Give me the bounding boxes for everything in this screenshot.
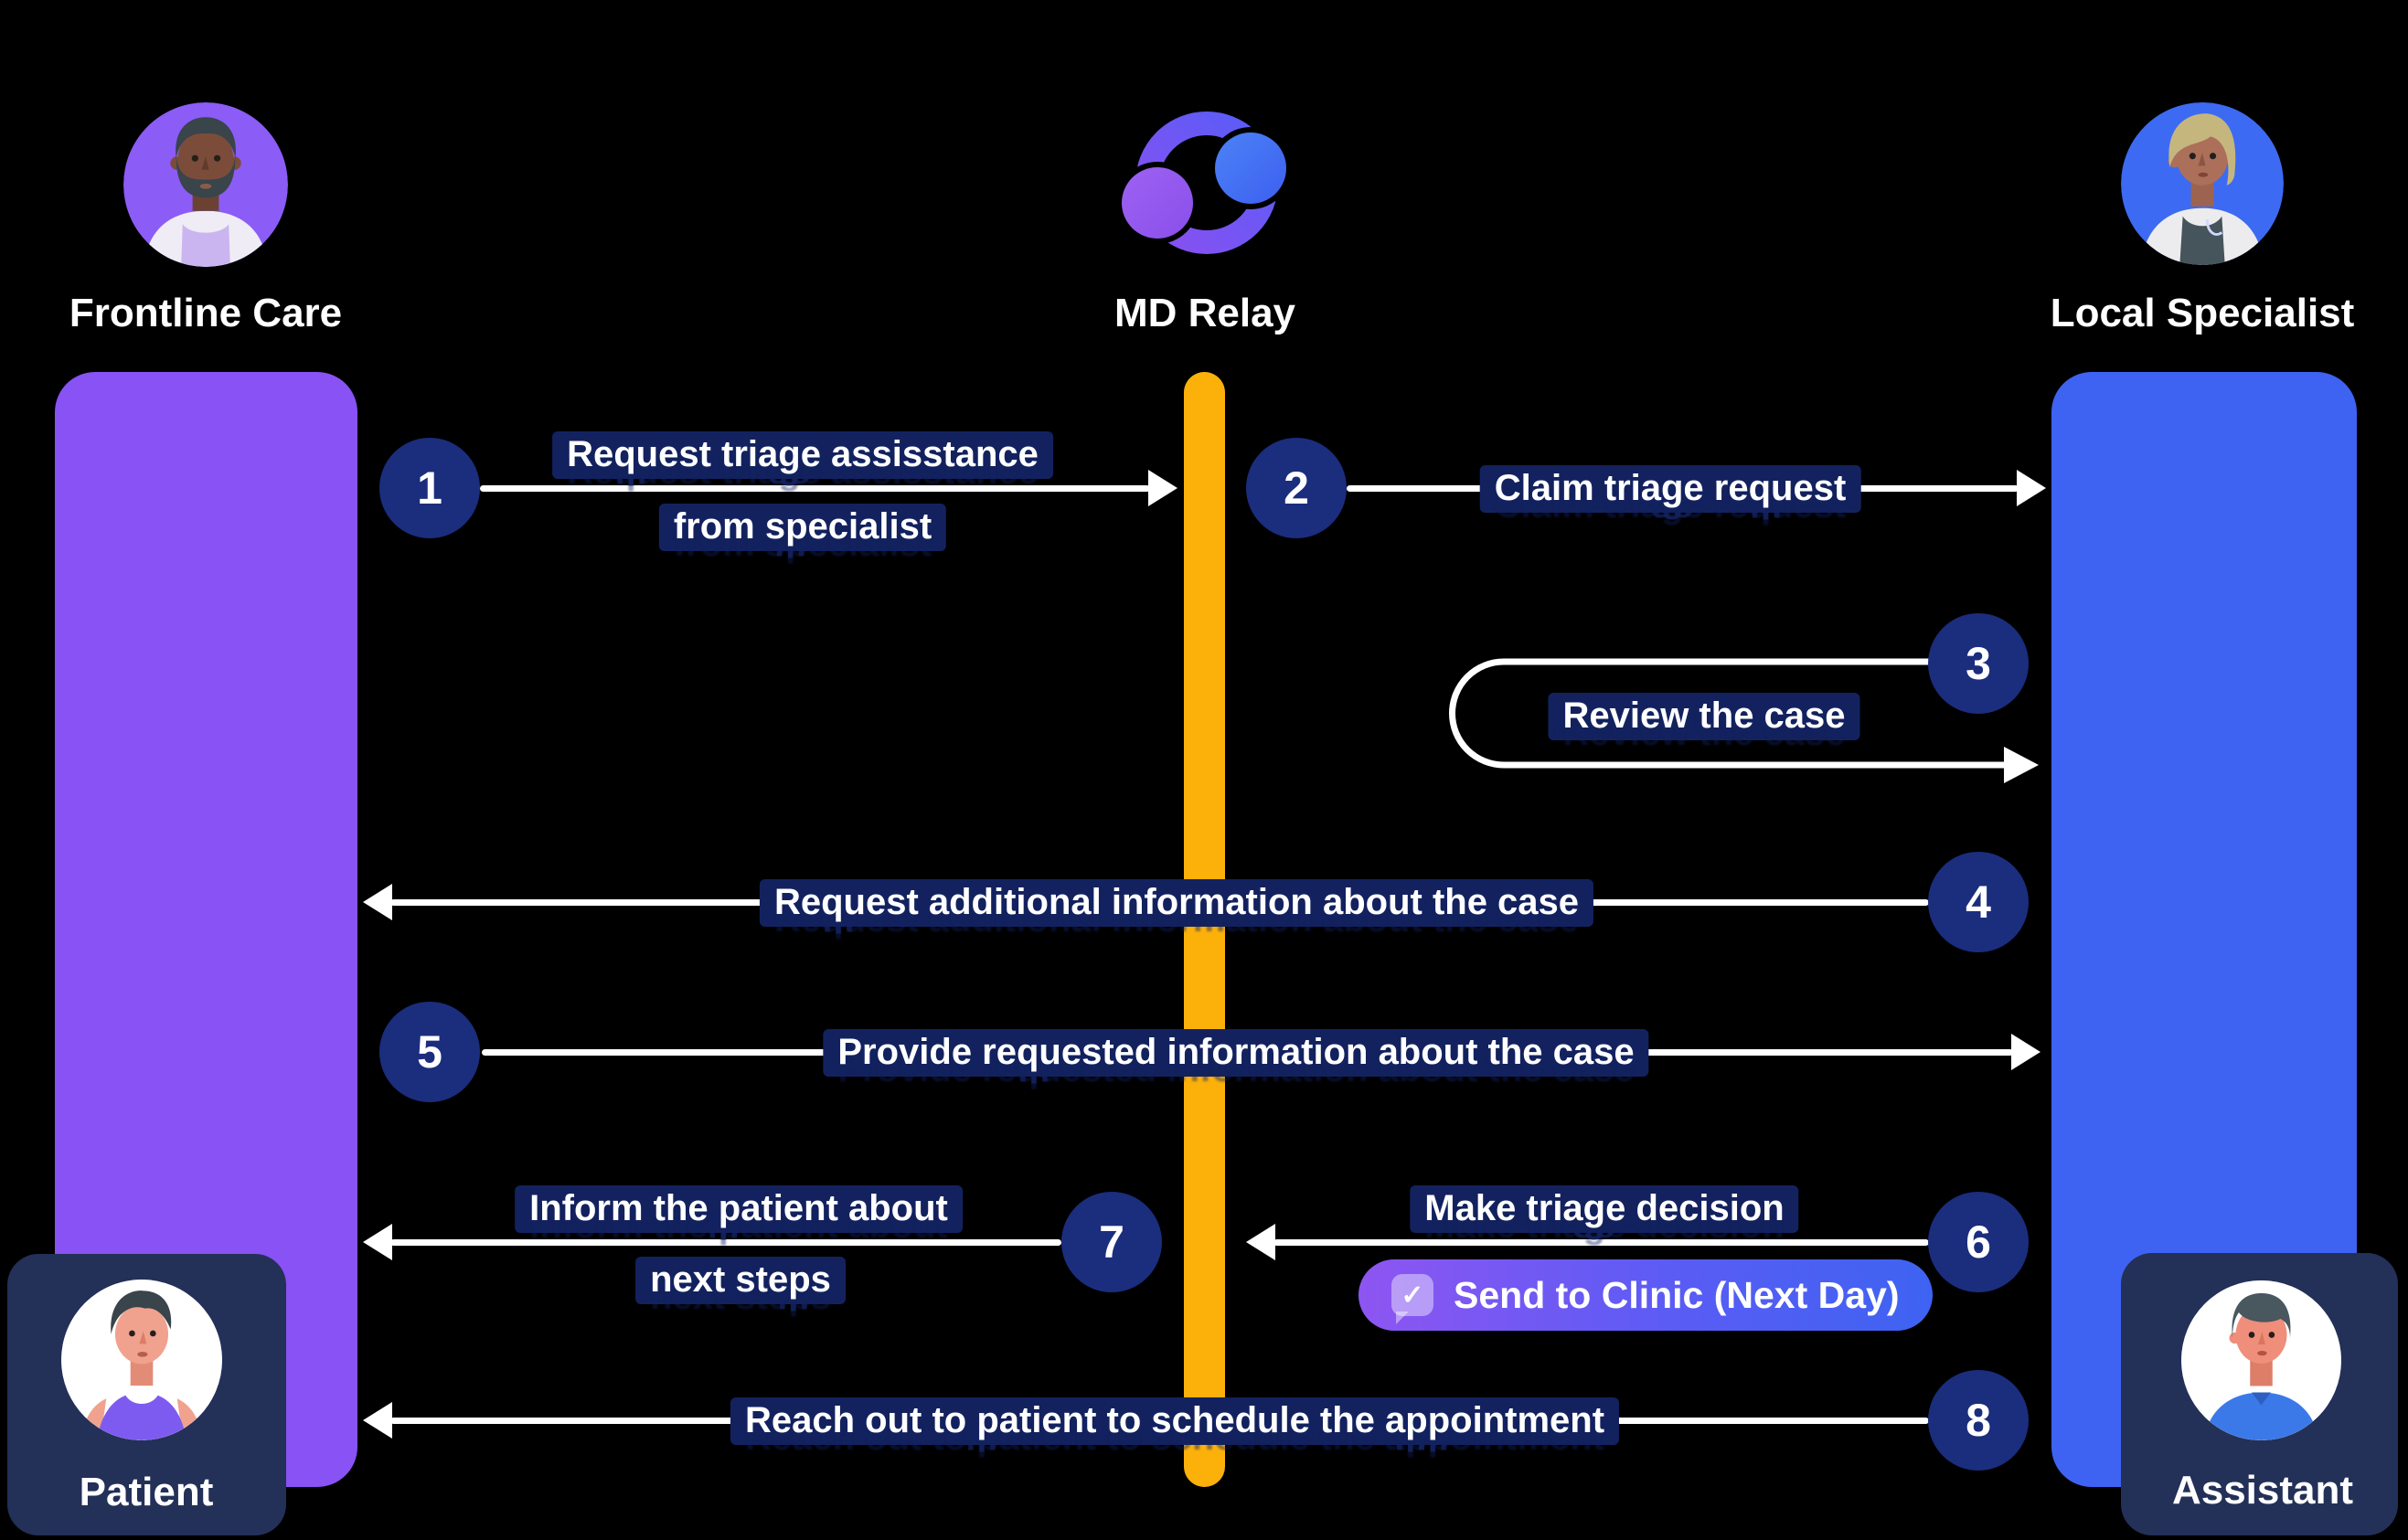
step-4-arrowhead-icon bbox=[363, 884, 392, 920]
step-2-label: Claim triage request bbox=[1479, 465, 1861, 513]
step-8-arrowhead-icon bbox=[363, 1402, 392, 1439]
patient-card bbox=[7, 1254, 286, 1535]
patient-label: Patient bbox=[79, 1470, 214, 1514]
step-6-arrowhead-icon bbox=[1246, 1224, 1275, 1260]
step-8-number: 8 bbox=[1928, 1370, 2029, 1471]
step-7-label-line1: Inform the patient about bbox=[515, 1185, 963, 1233]
step-1-arrow-line bbox=[480, 485, 1150, 492]
step-5-arrowhead-icon bbox=[2011, 1034, 2040, 1070]
step-7-arrow-line bbox=[390, 1239, 1061, 1246]
local-specialist-avatar-icon bbox=[2121, 102, 2284, 265]
step-1-label-line1: Request triage assisstance bbox=[552, 431, 1053, 479]
local-specialist-avatar bbox=[2121, 102, 2284, 265]
step-4-number: 4 bbox=[1928, 852, 2029, 952]
step-6-number: 6 bbox=[1928, 1192, 2029, 1292]
assistant-label: Assistant bbox=[2171, 1468, 2354, 1513]
step-8-label: Reach out to patient to schedule the app… bbox=[730, 1397, 1620, 1445]
step-7-arrowhead-icon bbox=[363, 1224, 392, 1260]
triage-decision-badge: ✓ Send to Clinic (Next Day) bbox=[1358, 1259, 1933, 1331]
assistant-avatar bbox=[2181, 1280, 2341, 1440]
local-specialist-label: Local Specialist bbox=[2050, 291, 2355, 335]
step-6-label: Make triage decision bbox=[1410, 1185, 1799, 1233]
check-bubble-icon: ✓ bbox=[1391, 1274, 1433, 1316]
md-relay-label: MD Relay bbox=[1113, 291, 1296, 335]
patient-avatar bbox=[61, 1280, 222, 1440]
md-relay-logo-icon bbox=[1116, 112, 1292, 254]
step-3-loop-arrow bbox=[1449, 658, 2039, 783]
step-3-label: Review the case bbox=[1548, 693, 1860, 740]
step-5-label: Provide requested information about the … bbox=[823, 1029, 1649, 1077]
step-6-arrow-line bbox=[1273, 1239, 1929, 1246]
step-5-number: 5 bbox=[379, 1002, 480, 1102]
step-7-number: 7 bbox=[1061, 1192, 1162, 1292]
step-7-label-line2: next steps bbox=[635, 1257, 846, 1304]
step-2-arrowhead-icon bbox=[2017, 470, 2046, 506]
frontline-care-avatar bbox=[123, 102, 288, 267]
step-1-label-line2: from specialist bbox=[658, 504, 947, 551]
frontline-care-avatar-icon bbox=[123, 102, 288, 267]
patient-avatar-icon bbox=[61, 1280, 222, 1440]
step-1-arrowhead-icon bbox=[1148, 470, 1177, 506]
md-relay-lifeline bbox=[1184, 372, 1225, 1487]
step-3-arrowhead-icon bbox=[2004, 747, 2039, 783]
triage-decision-badge-label: Send to Clinic (Next Day) bbox=[1454, 1273, 1900, 1316]
step-1-number: 1 bbox=[379, 438, 480, 538]
frontline-care-label: Frontline Care bbox=[69, 291, 343, 335]
assistant-card bbox=[2121, 1253, 2398, 1535]
step-4-label: Request additional information about the… bbox=[759, 879, 1594, 927]
assistant-avatar-icon bbox=[2181, 1280, 2341, 1440]
step-2-number: 2 bbox=[1246, 438, 1347, 538]
step-3-number: 3 bbox=[1928, 613, 2029, 714]
